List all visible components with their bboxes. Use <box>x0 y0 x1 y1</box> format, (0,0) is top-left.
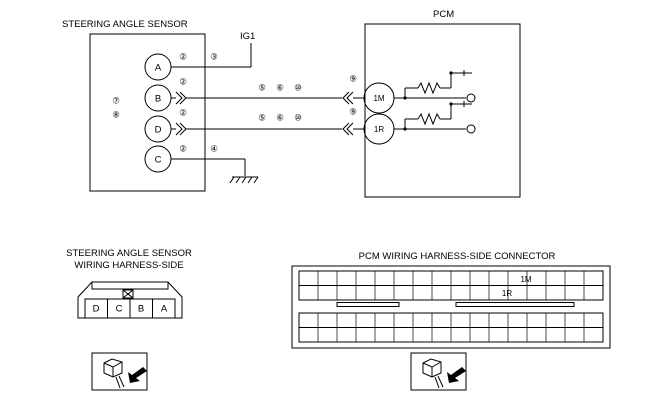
wire-d-connector-left <box>175 122 187 136</box>
pcm-1m-internal-circuit <box>394 70 476 103</box>
harness-view-icon <box>91 352 148 391</box>
sensor-box <box>89 33 206 192</box>
sensor-terminal-c-label: C <box>155 155 162 166</box>
wire-d-note-6: ⑥ <box>276 112 284 122</box>
harness-sensor-pin-a: A <box>161 304 168 315</box>
harness-pcm-pin-1r: 1R <box>502 289 512 298</box>
wire-c-note-left: ② <box>179 143 187 153</box>
harness-sensor-pin-c: C <box>116 304 123 315</box>
resistor-icon <box>417 81 441 95</box>
pcm-harness-key-right <box>455 302 575 307</box>
sensor-harness-connector <box>77 281 183 319</box>
ground-icon <box>229 176 259 184</box>
wire-b-note-10: ⑩ <box>294 82 302 92</box>
pcm-title: PCM <box>433 9 454 20</box>
wire-d-note-right: ⑨ <box>349 106 357 116</box>
harness-pcm-title: PCM WIRING HARNESS-SIDE CONNECTOR <box>359 251 556 262</box>
pcm-harness-lower-grid <box>317 313 585 342</box>
wire-d-connector-right <box>342 122 354 136</box>
pcm-box <box>364 23 521 198</box>
sensor-note-8: ⑧ <box>112 109 120 119</box>
wire-b-note-left: ② <box>179 76 187 86</box>
pcm-harness-upper-grid <box>317 271 585 300</box>
sensor-terminal-b-label: B <box>155 94 161 105</box>
sensor-title: STEERING ANGLE SENSOR <box>62 19 188 30</box>
wire-c-note-right: ④ <box>210 143 218 153</box>
harness-view-icon <box>410 352 467 391</box>
wire-b-note-5: ⑤ <box>258 82 266 92</box>
wire-b-note-6: ⑥ <box>276 82 284 92</box>
sensor-terminal-d-label: D <box>155 125 162 136</box>
harness-sensor-title-2: WIRING HARNESS-SIDE <box>74 260 183 271</box>
wire-b-connector-left <box>175 91 187 105</box>
pcm-terminal-1r-label: 1R <box>374 125 384 134</box>
wire-b-note-right: ⑨ <box>349 73 357 83</box>
wire-b-connector-right <box>342 91 354 105</box>
wire-a-note-left: ② <box>179 51 187 61</box>
wire-d-note-10: ⑩ <box>294 112 302 122</box>
pcm-harness-key-left <box>336 302 400 307</box>
ig1-label: IG1 <box>240 31 255 42</box>
harness-sensor-pin-b: B <box>138 304 144 315</box>
pcm-1r-internal-circuit <box>394 101 476 134</box>
resistor-icon <box>417 112 441 126</box>
pcm-harness-connector <box>291 265 611 349</box>
sensor-note-7: ⑦ <box>112 95 120 105</box>
lock-tab-icon <box>122 289 134 299</box>
wire-a-note-right: ③ <box>210 51 218 61</box>
harness-sensor-title-1: STEERING ANGLE SENSOR <box>66 248 192 259</box>
harness-pcm-pin-1m: 1M <box>520 275 531 284</box>
wire-d-note-left: ② <box>179 107 187 117</box>
sensor-terminal-a-label: A <box>155 63 162 74</box>
pcm-terminal-1m-label: 1M <box>373 94 384 103</box>
harness-sensor-pin-d: D <box>93 304 100 315</box>
wire-d-note-5: ⑤ <box>258 112 266 122</box>
